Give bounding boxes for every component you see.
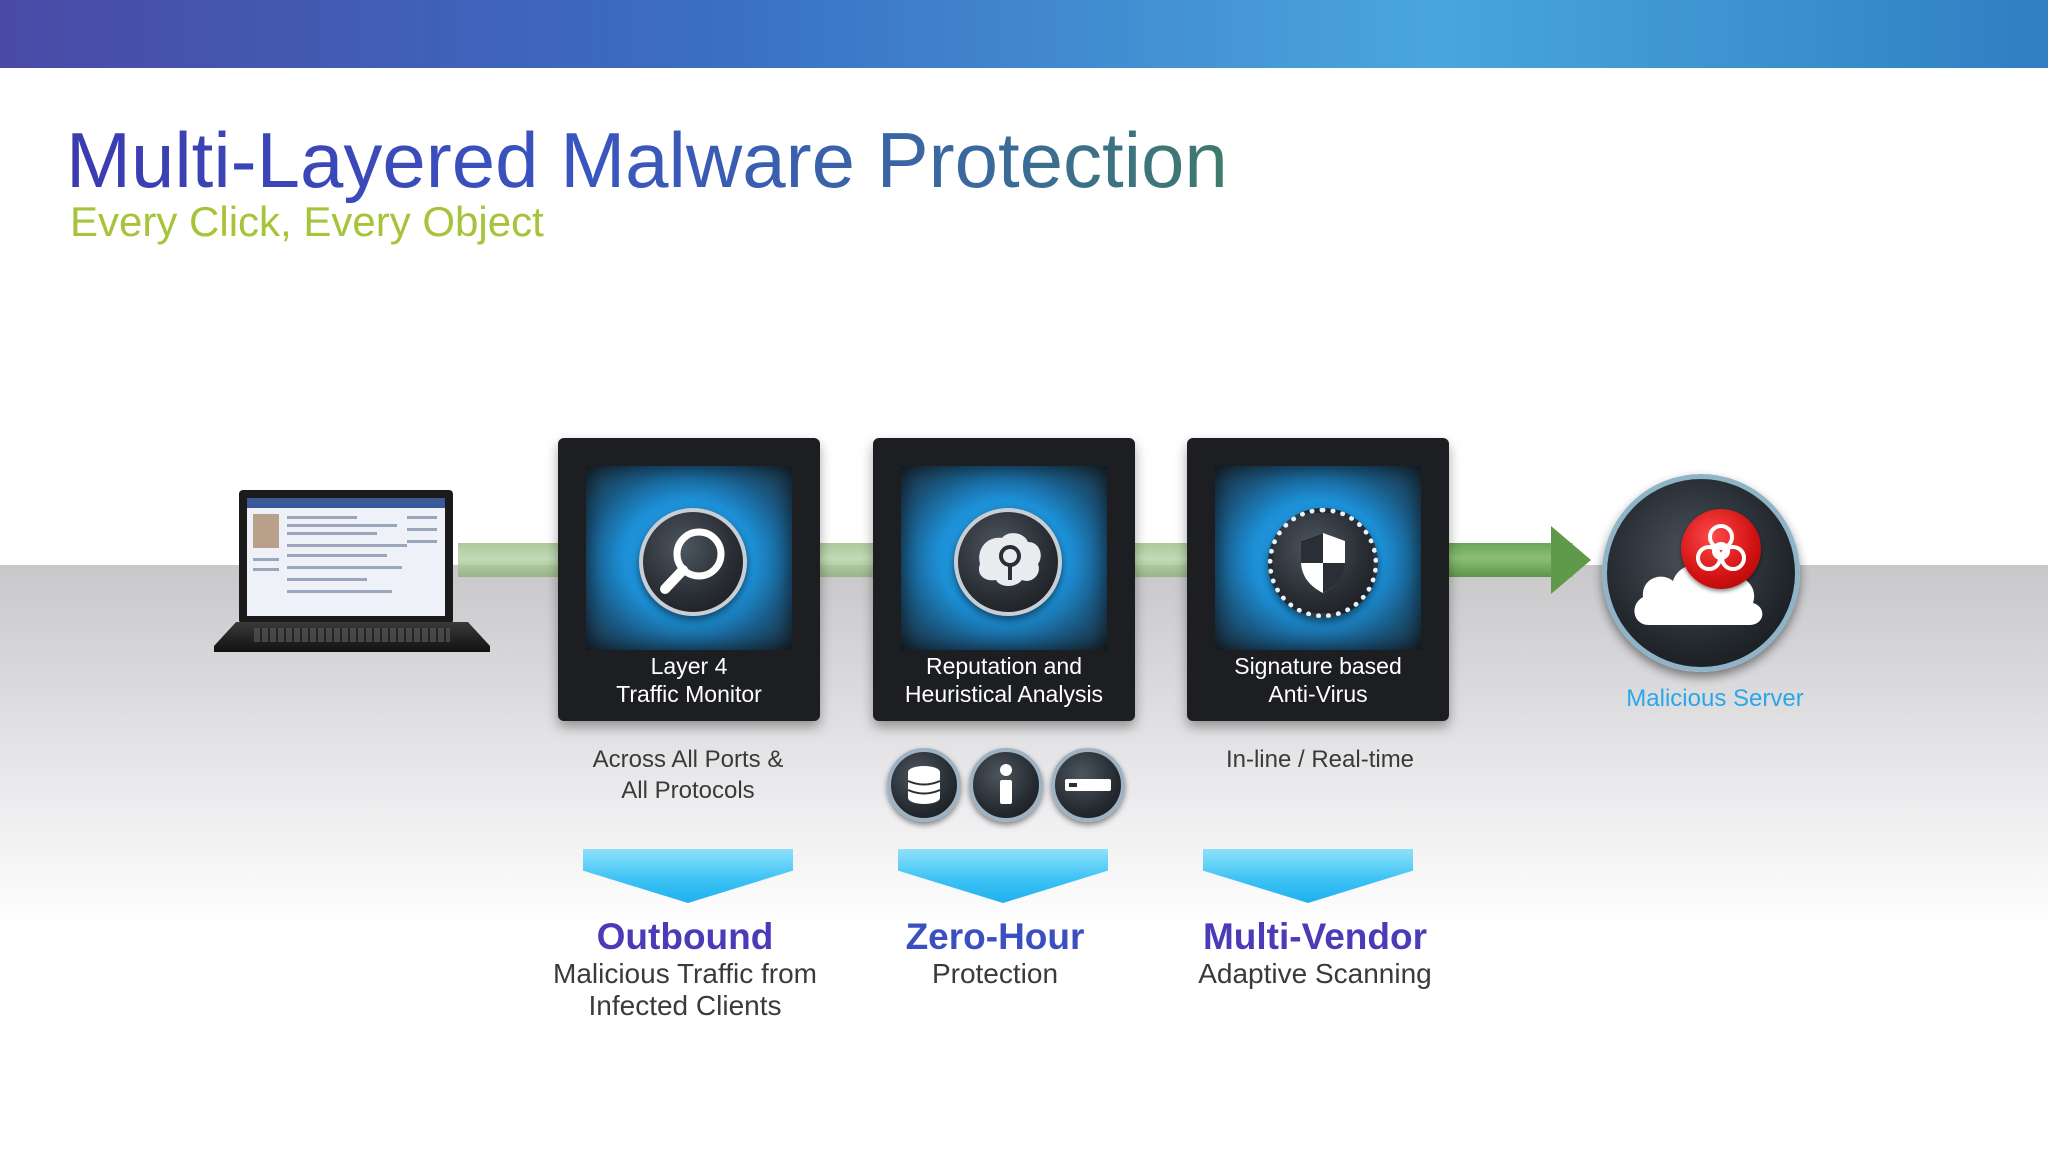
- malicious-server: [1602, 474, 1800, 672]
- traffic-arrow-body: [1448, 543, 1554, 577]
- header-bar: [0, 0, 2048, 68]
- brain-icon: [954, 508, 1062, 616]
- appliance-icon: [1051, 748, 1125, 822]
- page-subtitle: Every Click, Every Object: [70, 198, 544, 245]
- biohazard-icon: [1681, 509, 1761, 589]
- benefit-outbound: Outbound Malicious Traffic from Infected…: [553, 916, 817, 1021]
- layer-reputation-box: Reputation and Heuristical Analysis: [873, 438, 1135, 721]
- server-label: Malicious Server: [1626, 685, 1804, 712]
- arrow-right-icon: [1551, 526, 1591, 594]
- page-title: Multi-Layered Malware Protection: [66, 116, 1228, 204]
- benefit-multi-vendor: Multi-Vendor Adaptive Scanning: [1198, 916, 1432, 989]
- layer-antivirus-box: Signature based Anti-Virus: [1187, 438, 1449, 721]
- magnifier-icon: [639, 508, 747, 616]
- layer-caption: Across All Ports & All Protocols: [592, 746, 784, 804]
- info-icon: [969, 748, 1043, 822]
- layer-label: Layer 4 Traffic Monitor: [616, 653, 762, 707]
- layer-caption: In-line / Real-time: [1225, 746, 1415, 773]
- layer-label: Reputation and Heuristical Analysis: [904, 653, 1104, 707]
- database-icon: [887, 748, 961, 822]
- layer-traffic-monitor-box: Layer 4 Traffic Monitor: [558, 438, 820, 721]
- laptop-icon: [214, 490, 490, 662]
- layer-label: Signature based Anti-Virus: [1234, 653, 1402, 707]
- benefit-zero-hour: Zero-Hour Protection: [905, 916, 1085, 989]
- shield-icon: [1268, 508, 1378, 618]
